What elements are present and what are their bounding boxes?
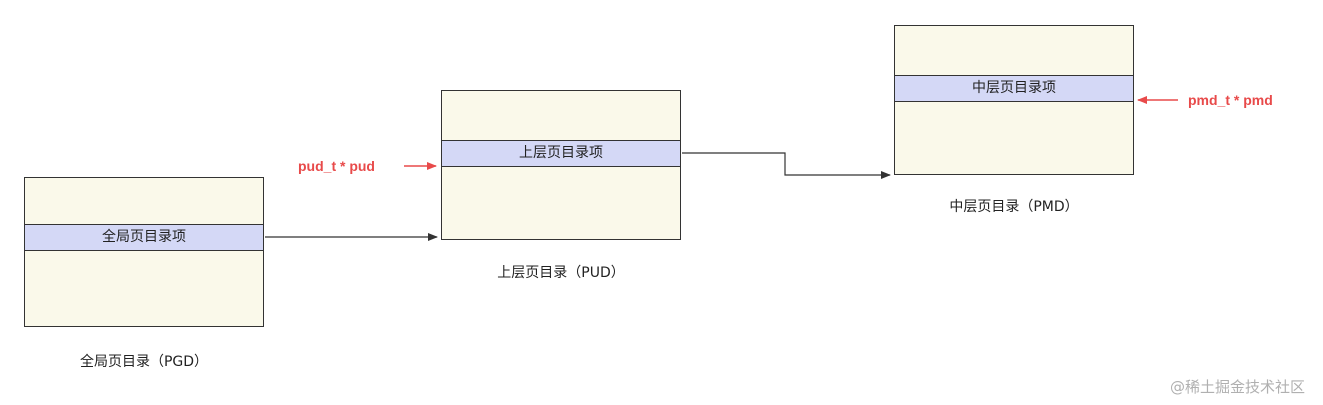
pmd-pointer-label: pmd_t * pmd (1188, 92, 1273, 108)
pud-to-pmd-arrow (682, 152, 891, 179)
pud-pointer-label: pud_t * pud (298, 158, 375, 174)
pmd-caption: 中层页目录（PMD） (949, 199, 1079, 215)
pud-table: 上层页目录项 (441, 90, 681, 240)
pgd-table: 全局页目录项 (24, 177, 264, 327)
pgd-caption: 全局页目录（PGD） (79, 354, 209, 370)
pud-caption: 上层页目录（PUD） (497, 265, 625, 281)
pmd-entry: 中层页目录项 (895, 75, 1133, 102)
pud-entry: 上层页目录项 (442, 140, 680, 167)
pmd-table: 中层页目录项 (894, 25, 1134, 175)
pgd-entry: 全局页目录项 (25, 224, 263, 251)
watermark: @稀土掘金技术社区 (1169, 378, 1305, 396)
